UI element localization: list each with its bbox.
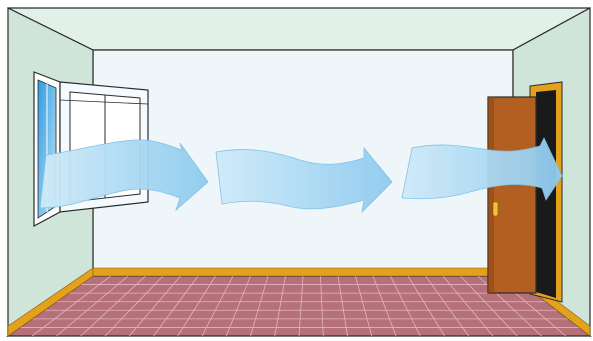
ceiling [8, 8, 590, 50]
door-knob [493, 202, 498, 216]
baseboard-back [93, 268, 513, 276]
door-panel [488, 97, 536, 293]
